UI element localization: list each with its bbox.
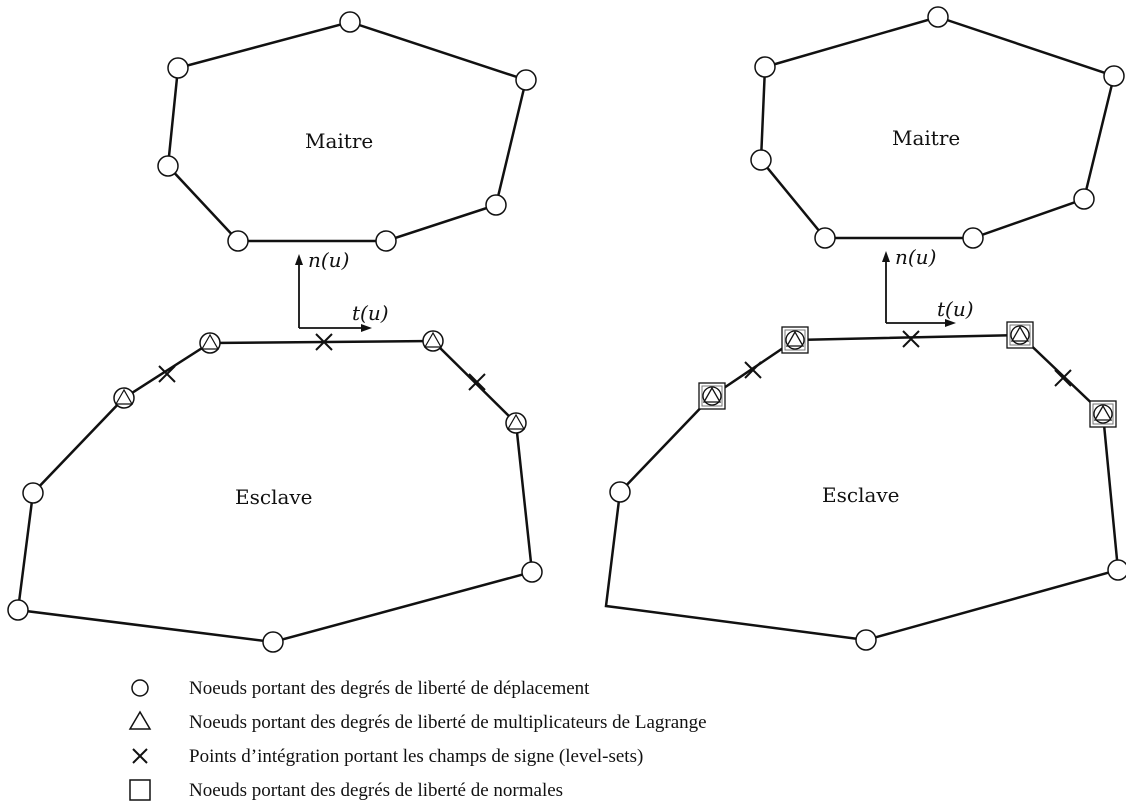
displacement-node <box>855 629 877 651</box>
displacement-node <box>1103 65 1125 87</box>
contact-node <box>1006 321 1034 349</box>
displacement-node <box>1107 559 1126 581</box>
legend-circle-text: Noeuds portant des degrés de liberté de … <box>189 678 590 699</box>
normal-nodes-right <box>698 321 1117 428</box>
maitre-label-left: Maitre <box>305 129 373 153</box>
lagrange-triangle <box>114 388 134 405</box>
integration-cross <box>1054 369 1072 387</box>
maitre-label-right: Maitre <box>892 126 960 150</box>
displacement-node <box>962 227 984 249</box>
integration-cross <box>315 333 333 351</box>
displacement-node <box>609 481 631 503</box>
square-icon <box>129 779 151 801</box>
displacement-node <box>262 631 284 653</box>
normal-label-left: n(u) <box>308 248 349 272</box>
right-panel: Maitre <box>604 6 1126 651</box>
tangent-label-left: t(u) <box>352 301 389 325</box>
displacement-node <box>375 230 397 252</box>
normal-arrowhead <box>295 254 303 265</box>
displacement-node <box>515 69 537 91</box>
tangent-arrowhead <box>945 319 956 327</box>
maitre-nodes-left <box>157 11 537 252</box>
displacement-node <box>754 56 776 78</box>
integration-cross <box>902 330 920 348</box>
displacement-node <box>485 194 507 216</box>
displacement-node <box>227 230 249 252</box>
lagrange-triangle <box>506 413 526 430</box>
local-frame-right <box>882 251 956 327</box>
legend-cross-text: Points d’intégration portant les champs … <box>189 746 643 767</box>
displacement-node <box>199 332 221 354</box>
normal-arrowhead <box>882 251 890 262</box>
esclave-label-right: Esclave <box>822 483 900 507</box>
local-frame-left <box>295 254 372 332</box>
maitre-nodes-right <box>750 6 1125 249</box>
contact-node <box>698 382 726 410</box>
displacement-node <box>22 482 44 504</box>
contact-node <box>781 326 809 354</box>
triangle-icon <box>128 710 152 730</box>
lagrange-triangle <box>423 331 443 348</box>
displacement-node <box>814 227 836 249</box>
esclave-nodes-left <box>7 330 543 653</box>
tangent-label-right: t(u) <box>937 297 974 321</box>
cross-icon <box>132 748 148 764</box>
integration-points-right <box>744 330 1072 387</box>
displacement-node <box>157 155 179 177</box>
displacement-node <box>1073 188 1095 210</box>
legend: Noeuds portant des degrés de liberté de … <box>128 678 707 801</box>
tangent-arrowhead <box>361 324 372 332</box>
displacement-node <box>422 330 444 352</box>
integration-cross <box>744 361 762 379</box>
lagrange-triangle <box>200 333 220 350</box>
displacement-node <box>339 11 361 33</box>
integration-cross <box>158 365 176 383</box>
maitre-polygon-right <box>759 15 1116 240</box>
circle-icon <box>131 679 149 697</box>
displacement-node <box>750 149 772 171</box>
lagrange-nodes-left <box>114 331 526 430</box>
normal-label-right: n(u) <box>895 245 936 269</box>
integration-cross <box>468 373 486 391</box>
legend-triangle-text: Noeuds portant des degrés de liberté de … <box>189 712 707 733</box>
displacement-node <box>521 561 543 583</box>
esclave-nodes-right <box>609 481 1126 651</box>
displacement-node <box>505 412 527 434</box>
displacement-node <box>113 387 135 409</box>
contact-node <box>1089 400 1117 428</box>
displacement-node <box>167 57 189 79</box>
displacement-node <box>927 6 949 28</box>
integration-points-left <box>158 333 486 391</box>
esclave-label-left: Esclave <box>235 485 313 509</box>
displacement-node <box>7 599 29 621</box>
left-panel: Maitre Esclave <box>7 11 543 653</box>
legend-square-text: Noeuds portant des degrés de liberté de … <box>189 780 563 801</box>
maitre-polygon-left <box>166 20 528 243</box>
